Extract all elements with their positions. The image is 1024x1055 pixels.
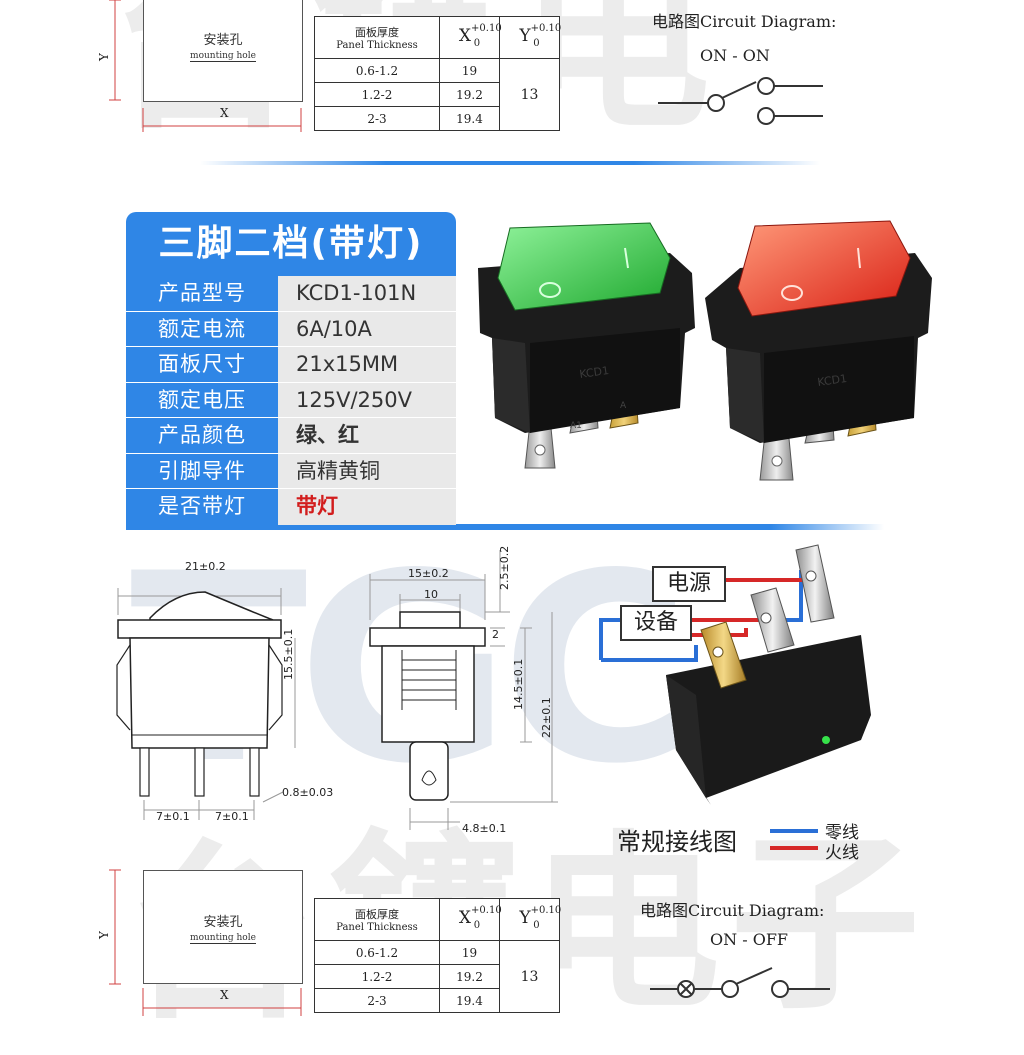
dim-pin-width: 4.8±0.1 xyxy=(462,822,507,835)
neutral-line-key xyxy=(770,829,818,833)
dim-pin-spacing-1: 7±0.1 xyxy=(156,810,190,823)
top-mounting-hole-cn: 安装孔 xyxy=(203,33,243,48)
top-circuit-title: 电路图Circuit Diagram: xyxy=(652,12,837,31)
watermark-char-7: 子 xyxy=(730,814,921,1035)
dim-front-top: 2.5±0.2 xyxy=(498,545,511,590)
watermark-char-6: 电 xyxy=(530,814,721,1035)
top-dim-y: Y xyxy=(96,53,111,61)
top-mounting-hole: 安装孔 mounting hole xyxy=(143,0,303,102)
dim-front-body: 14.5±0.1 xyxy=(512,658,525,710)
bottom-header-thickness: 面板厚度 Panel Thickness xyxy=(314,898,440,941)
bottom-row-x: 19 xyxy=(438,940,501,965)
wiring-title: 常规接线图 xyxy=(617,828,737,856)
spec-row-pins: 引脚导件高精黄铜 xyxy=(126,453,456,489)
top-divider xyxy=(200,161,820,165)
svg-text:A1: A1 xyxy=(570,421,582,431)
bottom-header-x: X+0.100 xyxy=(438,898,502,941)
bottom-row-thickness: 2-3 xyxy=(314,988,440,1013)
bottom-mounting-hole-en: mounting hole xyxy=(190,933,256,944)
front-view-drawing xyxy=(369,550,558,830)
green-switch-image: KCD1 A1 A xyxy=(478,222,695,469)
top-row-thickness: 1.2-2 xyxy=(314,82,440,107)
red-switch-image: KCD1 xyxy=(705,220,932,481)
bottom-mounting-dims xyxy=(109,869,302,1016)
bottom-circuit-symbol xyxy=(650,967,830,998)
dim-pin-spacing-2: 7±0.1 xyxy=(215,810,249,823)
bottom-mounting-hole: 安装孔 mounting hole xyxy=(143,870,303,984)
top-header-y: Y+0.100 xyxy=(499,16,561,59)
spec-underline xyxy=(126,524,884,530)
bottom-panel-table: 面板厚度 Panel Thickness X+0.100 Y+0.100 0.6… xyxy=(314,898,561,1013)
wiring-photo xyxy=(599,544,871,805)
live-line-key xyxy=(770,846,818,850)
red-switch-label: KCD1 xyxy=(817,372,848,389)
device-label: 设备 xyxy=(620,605,692,641)
svg-text:A: A xyxy=(620,401,627,411)
spec-row-light: 是否带灯带灯 xyxy=(126,489,456,525)
top-panel-table: 面板厚度 Panel Thickness X+0.100 Y+0.100 0.6… xyxy=(314,16,561,131)
neutral-label: 零线 xyxy=(825,823,859,843)
top-circuit-symbol xyxy=(658,77,823,125)
top-row-x: 19.4 xyxy=(438,106,501,131)
bottom-mounting-hole-cn: 安装孔 xyxy=(203,915,243,930)
top-mounting-hole-en: mounting hole xyxy=(190,51,256,62)
bottom-row-x: 19.2 xyxy=(438,964,501,989)
live-label: 火线 xyxy=(825,843,859,863)
dim-side-height: 15.5±0.1 xyxy=(282,628,295,680)
dim-pin-thickness: 0.8±0.03 xyxy=(282,786,334,799)
top-y-value: 13 xyxy=(499,58,560,131)
dim-front-gap: 2 xyxy=(492,628,499,641)
bottom-circuit-title: 电路图Circuit Diagram: xyxy=(640,901,825,920)
spec-title: 三脚二档(带灯) xyxy=(126,212,456,276)
side-view-drawing xyxy=(116,588,296,820)
power-label: 电源 xyxy=(652,566,726,602)
dim-front-total: 22±0.1 xyxy=(540,697,553,738)
top-row-thickness: 2-3 xyxy=(314,106,440,131)
bottom-circuit-mode: ON - OFF xyxy=(710,930,789,949)
top-circuit-mode: ON - ON xyxy=(700,46,770,65)
dim-front-inner: 10 xyxy=(424,588,438,601)
bottom-row-thickness: 1.2-2 xyxy=(314,964,440,989)
top-row-x: 19 xyxy=(438,58,501,83)
green-switch-label: KCD1 xyxy=(579,364,610,381)
top-header-thickness: 面板厚度 Panel Thickness xyxy=(314,16,440,59)
top-mounting-dims xyxy=(109,0,302,132)
top-header-x: X+0.100 xyxy=(438,16,502,59)
top-row-thickness: 0.6-1.2 xyxy=(314,58,440,83)
dim-front-width: 15±0.2 xyxy=(408,567,449,580)
bottom-dim-y: Y xyxy=(96,931,111,939)
spec-row-color: 产品颜色绿、红 xyxy=(126,418,456,454)
bottom-dim-x: X xyxy=(220,988,229,1002)
bottom-y-value: 13 xyxy=(499,940,560,1013)
bottom-row-thickness: 0.6-1.2 xyxy=(314,940,440,965)
top-dim-x: X xyxy=(220,106,229,120)
bottom-header-y: Y+0.100 xyxy=(499,898,561,941)
bottom-row-x: 19.4 xyxy=(438,988,501,1013)
dim-side-width: 21±0.2 xyxy=(185,560,226,573)
top-row-x: 19.2 xyxy=(438,82,501,107)
